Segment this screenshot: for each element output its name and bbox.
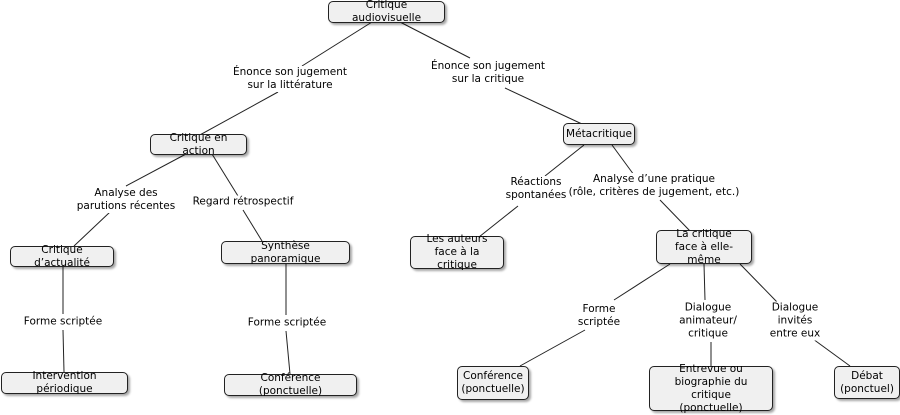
node-critique-audiovisuelle: Critique audiovisuelle	[328, 0, 445, 24]
node-metacritique: Métacritique	[563, 123, 635, 145]
label-regard-retrospectif: Regard rétrospectif	[191, 195, 295, 209]
line-critique-en-action-to-label-parutions	[125, 153, 187, 187]
label-forme-scriptee-1: Forme scriptée	[22, 315, 104, 329]
line-label-reactions-to-auteurs	[478, 205, 519, 238]
label-analyse-parutions: Analyse des parutions récentes	[75, 187, 177, 213]
node-entrevue-biographie: Entrevue ou biographie du critique (ponc…	[649, 363, 773, 414]
line-root-to-label-critique	[399, 21, 471, 59]
label-enonce-critique: Énonce son jugement sur la critique	[430, 60, 546, 86]
node-critique-face-elle-meme: La critique face à elle-même	[656, 228, 752, 266]
node-synthese-panoramique: Synthèse panoramique	[221, 240, 350, 265]
line-label-forme-2-to-conference-1	[285, 330, 291, 375]
line-critique-en-action-to-label-retrospectif	[211, 153, 239, 197]
line-label-retrospectif-to-synthese	[242, 209, 263, 242]
line-label-parutions-to-critique-actualite	[73, 211, 111, 247]
label-analyse-pratique: Analyse d’une pratique (rôle, critères d…	[567, 173, 741, 199]
node-critique-en-action: Critique en action	[150, 132, 247, 157]
node-conference-ponctuelle-1: Conférence (ponctuelle)	[224, 372, 357, 397]
node-conference-ponctuelle-2: Conférence (ponctuelle)	[457, 366, 529, 400]
line-critique-face-to-label-dialogue-invites	[739, 263, 778, 303]
label-forme-scriptee-2: Forme scriptée	[246, 316, 328, 330]
node-intervention-periodique: Intervention périodique	[1, 370, 128, 395]
node-critique-actualite: Critique d’actualité	[10, 244, 114, 269]
line-label-critique-to-metacritique	[504, 87, 583, 125]
line-label-dialogue-invites-to-debat	[812, 338, 851, 367]
label-forme-scriptee-3: Forme scriptée	[576, 303, 622, 329]
line-label-pratique-to-critique-face	[659, 199, 691, 232]
line-critique-face-to-label-dialogue-animateur	[703, 263, 706, 301]
line-critique-face-to-label-forme-3	[613, 263, 671, 301]
line-metacritique-to-label-reactions	[544, 144, 585, 177]
label-reactions-spontanees: Réactions spontanées	[504, 176, 568, 202]
line-label-forme-3-to-conference-2	[519, 329, 586, 367]
line-label-forme-1-to-intervention	[62, 329, 65, 373]
line-metacritique-to-label-pratique	[611, 144, 635, 176]
label-dialogue-animateur-critique: Dialogue animateur/ critique	[678, 301, 738, 341]
node-debat: Débat (ponctuel)	[834, 366, 900, 399]
line-label-litterature-to-critique-en-action	[197, 91, 279, 137]
line-root-to-label-litterature	[301, 21, 373, 67]
label-enonce-litterature: Énonce son jugement sur la littérature	[232, 66, 348, 92]
node-auteurs-face-critique: Les auteurs face à la critique	[410, 233, 504, 271]
label-dialogue-invites-entre-eux: Dialogue invités entre eux	[768, 301, 822, 341]
